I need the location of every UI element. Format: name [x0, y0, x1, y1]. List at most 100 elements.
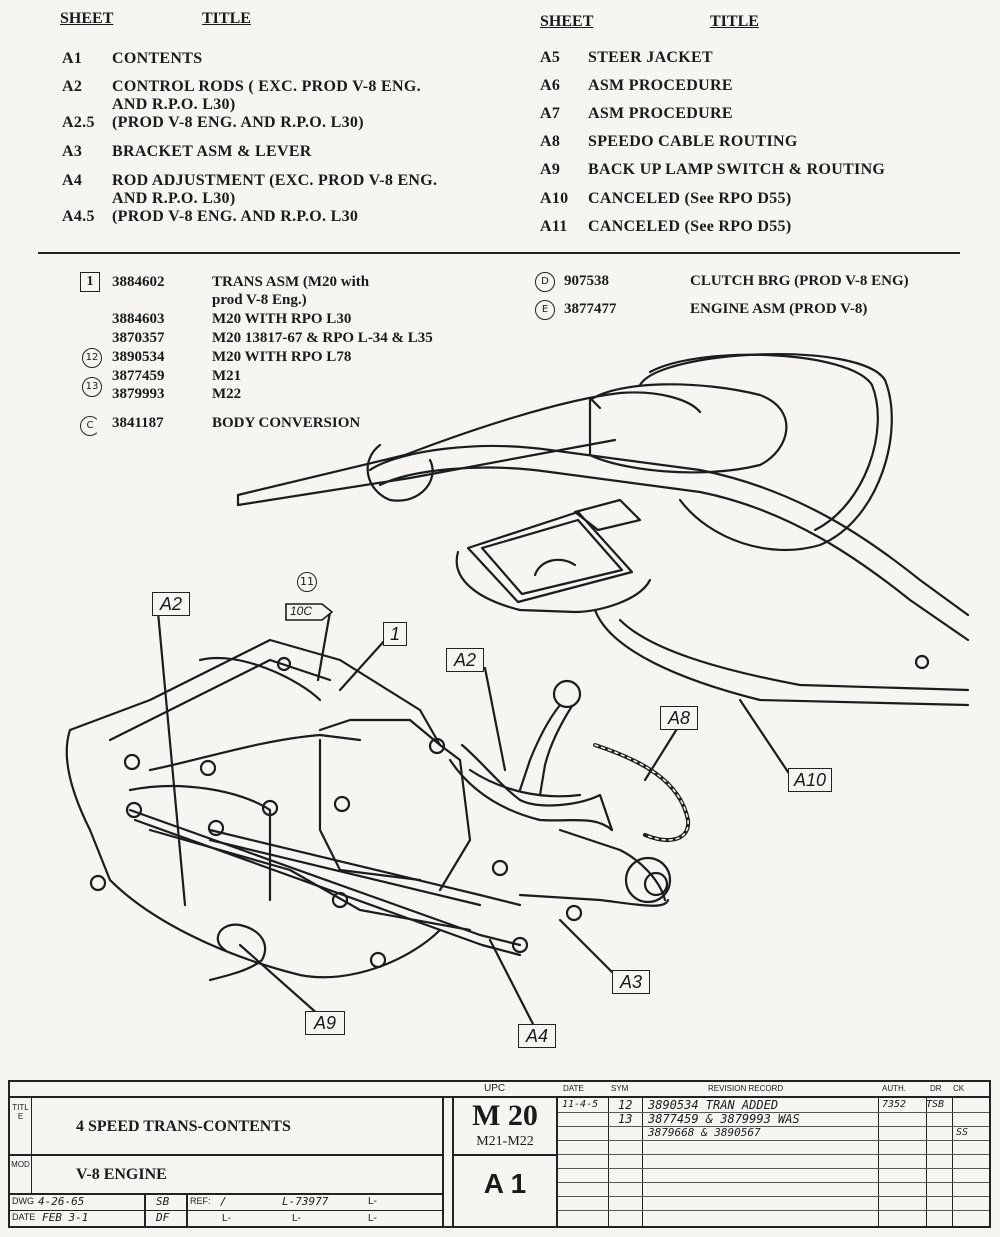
callout-a8: A8: [660, 706, 698, 730]
rule: [558, 1196, 989, 1197]
index-title: (PROD V-8 ENG. AND R.P.O. L30: [112, 208, 359, 225]
part-number: 3890534: [112, 349, 165, 365]
revision-grid: 11-4-5 12 3890534 TRAN ADDED 7352 TSB 13…: [558, 1098, 989, 1228]
ref-l1: L-73977: [282, 1195, 329, 1208]
callout-a4: A4: [518, 1024, 556, 1048]
part-desc: M21: [212, 368, 242, 384]
date-col-label: DATE: [563, 1084, 584, 1093]
section-divider: [38, 252, 960, 254]
revision-sym: 13: [618, 1112, 633, 1126]
part-desc: M20 WITH RPO L30: [212, 311, 352, 327]
l-b: L-: [292, 1213, 301, 1224]
dr-col-label: DR: [930, 1084, 942, 1093]
rule: [558, 1112, 989, 1113]
rule: [144, 1194, 146, 1228]
l-a: L-: [222, 1213, 231, 1224]
sheet-header-left: SHEET: [60, 10, 114, 27]
rule: [558, 1154, 989, 1155]
dwg-date: 4-26-65: [38, 1195, 85, 1208]
rule: [558, 1140, 989, 1141]
index-sheet: A2: [62, 78, 83, 95]
revision-auth: 7352: [882, 1099, 907, 1110]
part-desc: TRANS ASM (M20 with: [212, 274, 370, 290]
callout-10c: 10C: [290, 604, 313, 618]
index-title: AND R.P.O. L30): [112, 96, 236, 113]
rule: [10, 1210, 442, 1211]
ref-label: REF:: [190, 1196, 211, 1206]
part-number: 3877459: [112, 368, 165, 384]
rule: [558, 1182, 989, 1183]
model-text: V-8 ENGINE: [76, 1166, 167, 1183]
rule: [442, 1096, 444, 1228]
l-c: L-: [368, 1213, 377, 1224]
part-number: 3841187: [112, 415, 164, 431]
side-title-label: TITLE: [10, 1098, 32, 1154]
dwg-initials: SB: [156, 1195, 170, 1208]
callout-a10: A10: [788, 768, 832, 792]
dwg-label: DWG: [12, 1196, 34, 1206]
index-title: AND R.P.O. L30): [112, 190, 236, 207]
callout-10c-shape: [285, 603, 334, 621]
revision-sym: 12: [618, 1098, 633, 1112]
auth-col-label: AUTH.: [882, 1084, 906, 1093]
rule: [556, 1096, 558, 1228]
ck-col-label: CK: [953, 1084, 965, 1093]
index-sheet: A3: [62, 143, 83, 160]
upc-sub: M21-M22: [476, 1134, 534, 1149]
rule: [952, 1098, 953, 1228]
part-number: 3870357: [112, 330, 165, 346]
part-number: 3884602: [112, 274, 165, 290]
upc-label: UPC: [484, 1083, 506, 1094]
index-title: BACK UP LAMP SWITCH & ROUTING: [588, 161, 886, 178]
upc-number: M 20: [472, 1099, 538, 1132]
callout-trans-asm: 1: [383, 622, 407, 646]
index-sheet: A11: [540, 218, 568, 235]
part-number: 3879993: [112, 386, 165, 402]
rule: [878, 1098, 879, 1228]
revision-ck: SS: [956, 1127, 969, 1138]
part-desc: ENGINE ASM (PROD V-8): [690, 301, 868, 317]
index-sheet: A9: [540, 161, 561, 178]
title-block-rule: [10, 1096, 989, 1098]
rule: [926, 1098, 927, 1228]
index-title: CANCELED (See RPO D55): [588, 218, 792, 235]
rule: [10, 1154, 442, 1156]
sheet-header-right: SHEET: [540, 13, 594, 30]
rule: [608, 1098, 609, 1228]
part-desc: prod V-8 Eng.): [212, 292, 307, 308]
part-desc: CLUTCH BRG (PROD V-8 ENG): [690, 273, 909, 289]
revision-col-label: REVISION RECORD: [708, 1084, 784, 1093]
date-value: FEB 3-1: [42, 1211, 89, 1224]
revision-dr: TSB: [926, 1099, 945, 1110]
ref-l2: L-: [368, 1196, 377, 1207]
rule: [642, 1098, 643, 1228]
sym-col-label: SYM: [611, 1084, 629, 1093]
index-title: SPEEDO CABLE ROUTING: [588, 133, 798, 150]
index-title: ASM PROCEDURE: [588, 105, 733, 122]
revision-date: 11-4-5: [562, 1099, 599, 1110]
rule: [558, 1168, 989, 1169]
index-sheet: A8: [540, 133, 561, 150]
index-title: CONTROL RODS ( EXC. PROD V-8 ENG.: [112, 78, 421, 95]
rule: [186, 1194, 188, 1228]
callout-11: 11: [297, 572, 317, 592]
index-sheet: A6: [540, 77, 561, 94]
title-header-left: TITLE: [202, 10, 251, 27]
revision-record: 3877459 & 3879993 WAS: [648, 1112, 800, 1126]
date-initials: DF: [156, 1211, 170, 1224]
drawing-title: 4 SPEED TRANS-CONTENTS: [76, 1118, 291, 1135]
index-sheet: A2.5: [62, 114, 95, 131]
index-sheet: A5: [540, 49, 561, 66]
rule: [454, 1154, 556, 1156]
part-desc: M22: [212, 386, 242, 402]
index-sheet: A4: [62, 172, 83, 189]
rule: [558, 1210, 989, 1211]
rule: [452, 1098, 454, 1228]
trans-asm-symbol: 1: [80, 272, 100, 292]
body-conversion-symbol: C: [80, 416, 100, 436]
callout-a9: A9: [305, 1011, 345, 1035]
part-desc: M20 13817-67 & RPO L-34 & L35: [212, 330, 433, 346]
date-label: DATE: [12, 1212, 36, 1222]
callout-a2-left: A2: [152, 592, 190, 616]
